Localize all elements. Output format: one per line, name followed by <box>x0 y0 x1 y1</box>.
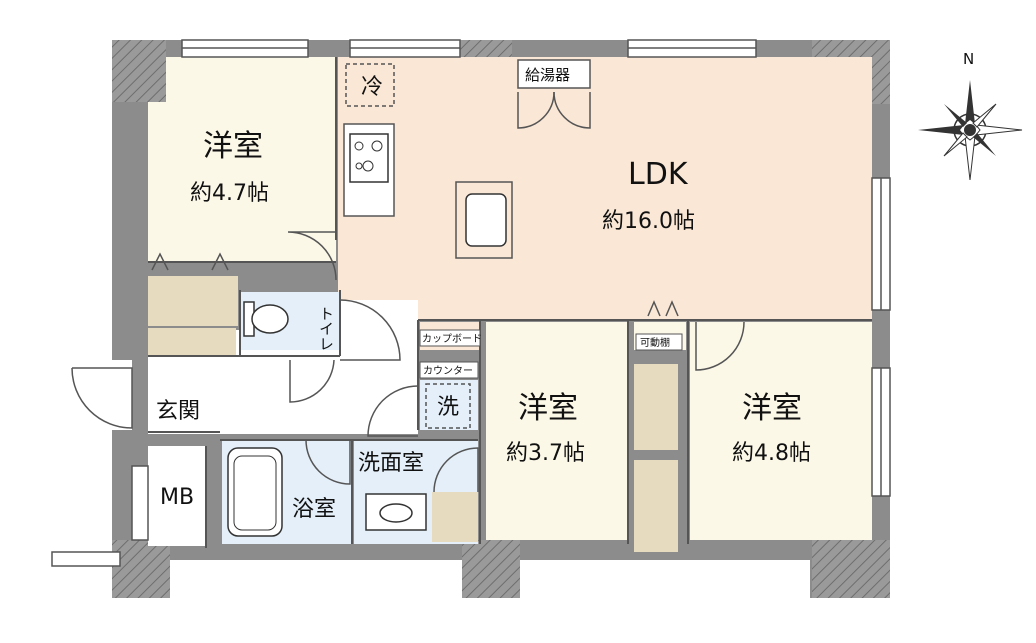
closet-upper <box>634 364 678 450</box>
compass-north-label: N <box>963 50 974 68</box>
cupboard-label: カップボード <box>422 333 482 345</box>
mb-area <box>148 446 206 546</box>
washroom-storage <box>432 492 478 542</box>
column-bm <box>462 540 520 598</box>
fridge-label: 冷 <box>361 75 383 100</box>
interior-walls <box>148 57 872 548</box>
mb-label: MB <box>160 485 194 510</box>
bathtub-icon <box>227 447 283 537</box>
closet-lower <box>634 460 678 552</box>
bedroom2-area: 約3.7帖 <box>506 441 585 466</box>
toilet-label: トイレ <box>317 306 335 351</box>
bedroom1-area: 約4.7帖 <box>190 181 269 206</box>
stove-icon <box>349 133 389 183</box>
bath-label: 浴室 <box>292 497 336 522</box>
bedroom2-floor <box>486 322 628 540</box>
column-bl <box>112 540 170 598</box>
bedroom2-name: 洋室 <box>518 391 578 426</box>
fridge-outline <box>345 63 395 107</box>
sink-icon <box>465 193 507 247</box>
water-heater-box <box>517 59 591 89</box>
counter-label: カウンター <box>423 365 473 377</box>
compass-icon <box>918 80 1023 181</box>
column-br <box>812 540 890 598</box>
windows <box>131 39 891 541</box>
bedroom3-name: 洋室 <box>742 391 802 426</box>
column-tl <box>112 40 166 102</box>
water-heater-label: 給湯器 <box>525 66 570 84</box>
washer-label: 洗 <box>437 395 459 420</box>
ldk-name: LDK <box>628 157 689 192</box>
bedroom3-area: 約4.8帖 <box>732 441 811 466</box>
ldk-floor <box>456 57 872 319</box>
washer-outline <box>425 383 471 429</box>
toilet-bowl-icon <box>251 304 289 334</box>
ldk-area: 約16.0帖 <box>602 209 695 234</box>
movable-shelf-label: 可動棚 <box>640 336 670 349</box>
bedroom1-floor <box>166 57 336 262</box>
bedroom1-name: 洋室 <box>203 129 263 164</box>
basin-icon <box>379 503 413 523</box>
entrance-floor <box>148 384 220 434</box>
shoe-storage <box>148 276 238 326</box>
door-swings <box>71 91 745 493</box>
entrance-label: 玄関 <box>156 399 200 424</box>
bedroom3-floor <box>690 322 872 540</box>
washroom-label: 洗面室 <box>358 451 424 476</box>
